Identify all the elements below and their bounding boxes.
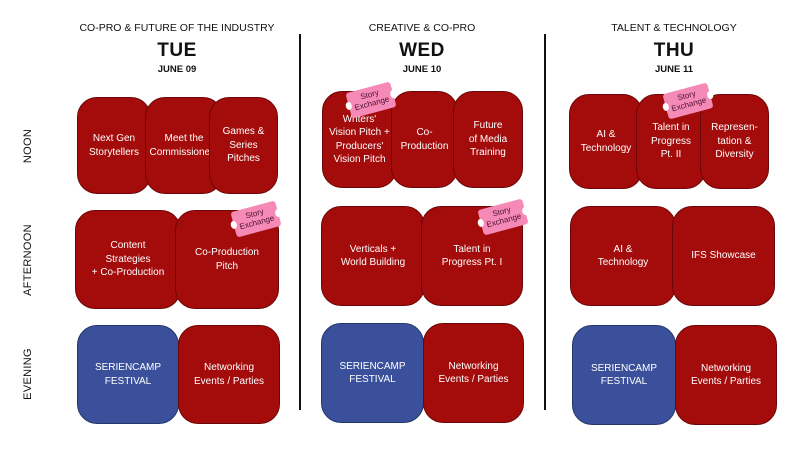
session-seriencamp-festival[interactable]: SERIENCAMP FESTIVAL xyxy=(77,325,179,424)
ticket-label: Story Exchange xyxy=(353,88,391,113)
session-seriencamp-festival[interactable]: SERIENCAMP FESTIVAL xyxy=(572,325,676,425)
day-name: THU xyxy=(653,40,695,61)
session-label: Next Gen Storytellers xyxy=(88,133,139,158)
session-label: Content Strategies + Co-Production xyxy=(91,240,165,279)
session-networking-events[interactable]: Networking Events / Parties xyxy=(675,325,777,425)
session-label: AI & Technology xyxy=(580,129,632,154)
session-label: Networking Events / Parties xyxy=(438,360,509,386)
day-date: JUNE 10 xyxy=(402,64,442,75)
ticket-label: Story Exchange xyxy=(238,207,276,232)
day-date: JUNE 11 xyxy=(654,64,694,75)
session-verticals-world-building[interactable]: Verticals + World Building xyxy=(321,206,425,306)
session-networking-events[interactable]: Networking Events / Parties xyxy=(423,323,524,423)
session-label: Games & Series Pitches xyxy=(222,126,265,165)
session-content-strategies[interactable]: Content Strategies + Co-Production xyxy=(75,210,181,309)
row-label-evening-text: EVENING xyxy=(22,348,34,400)
session-future-of-media-training[interactable]: Future of Media Training xyxy=(453,91,523,188)
session-label: Talent in Progress Pt. I xyxy=(441,243,503,269)
column-divider xyxy=(299,34,301,410)
session-label: Co- Production xyxy=(400,127,449,152)
session-label: Meet the Commissioners xyxy=(149,133,219,158)
session-label: Future of Media Training xyxy=(468,120,508,159)
row-label-noon-text: NOON xyxy=(21,128,34,164)
session-label: IFS Showcase xyxy=(691,250,756,262)
day-theme: CREATIVE & CO-PRO xyxy=(368,22,476,34)
session-label: Writers' Vision Pitch + Producers' Visio… xyxy=(329,113,390,166)
session-label: SERIENCAMP FESTIVAL xyxy=(94,362,162,387)
session-seriencamp-festival[interactable]: SERIENCAMP FESTIVAL xyxy=(321,323,424,423)
session-label: AI & Technology xyxy=(597,243,649,269)
session-co-production[interactable]: Co- Production xyxy=(391,91,458,188)
session-label: Networking Events / Parties xyxy=(690,362,762,388)
session-label: Talent in Progress Pt. II xyxy=(650,122,691,161)
ticket-label: Story Exchange xyxy=(485,205,523,230)
session-next-gen-storytellers[interactable]: Next Gen Storytellers xyxy=(77,97,151,194)
session-label: Co-Production Pitch xyxy=(195,247,259,272)
day-theme: CO-PRO & FUTURE OF THE INDUSTRY xyxy=(79,22,275,34)
session-games-series-pitches[interactable]: Games & Series Pitches xyxy=(209,97,278,194)
session-ai-technology[interactable]: AI & Technology xyxy=(569,94,643,189)
session-networking-events[interactable]: Networking Events / Parties xyxy=(178,325,280,424)
session-ai-technology-afternoon[interactable]: AI & Technology xyxy=(570,206,676,306)
column-divider xyxy=(544,34,546,410)
row-label-noon: NOON xyxy=(8,98,48,194)
day-name: WED xyxy=(399,40,445,61)
session-label: SERIENCAMP FESTIVAL xyxy=(590,362,658,388)
day-name: TUE xyxy=(157,40,197,61)
session-label: Networking Events / Parties xyxy=(193,362,265,387)
row-label-afternoon-text: AFTERNOON xyxy=(22,224,35,296)
ticket-label: Story Exchange xyxy=(670,89,708,114)
session-representation-diversity[interactable]: Represen- tation & Diversity xyxy=(700,94,769,189)
session-label: Verticals + World Building xyxy=(340,243,406,269)
session-ifs-showcase[interactable]: IFS Showcase xyxy=(672,206,775,306)
row-label-evening: EVENING xyxy=(8,326,48,422)
row-label-afternoon: AFTERNOON xyxy=(8,210,48,310)
day-date: JUNE 09 xyxy=(157,64,197,75)
day-theme: TALENT & TECHNOLOGY xyxy=(611,22,737,34)
session-label: Represen- tation & Diversity xyxy=(711,122,758,161)
session-label: SERIENCAMP FESTIVAL xyxy=(339,360,406,386)
